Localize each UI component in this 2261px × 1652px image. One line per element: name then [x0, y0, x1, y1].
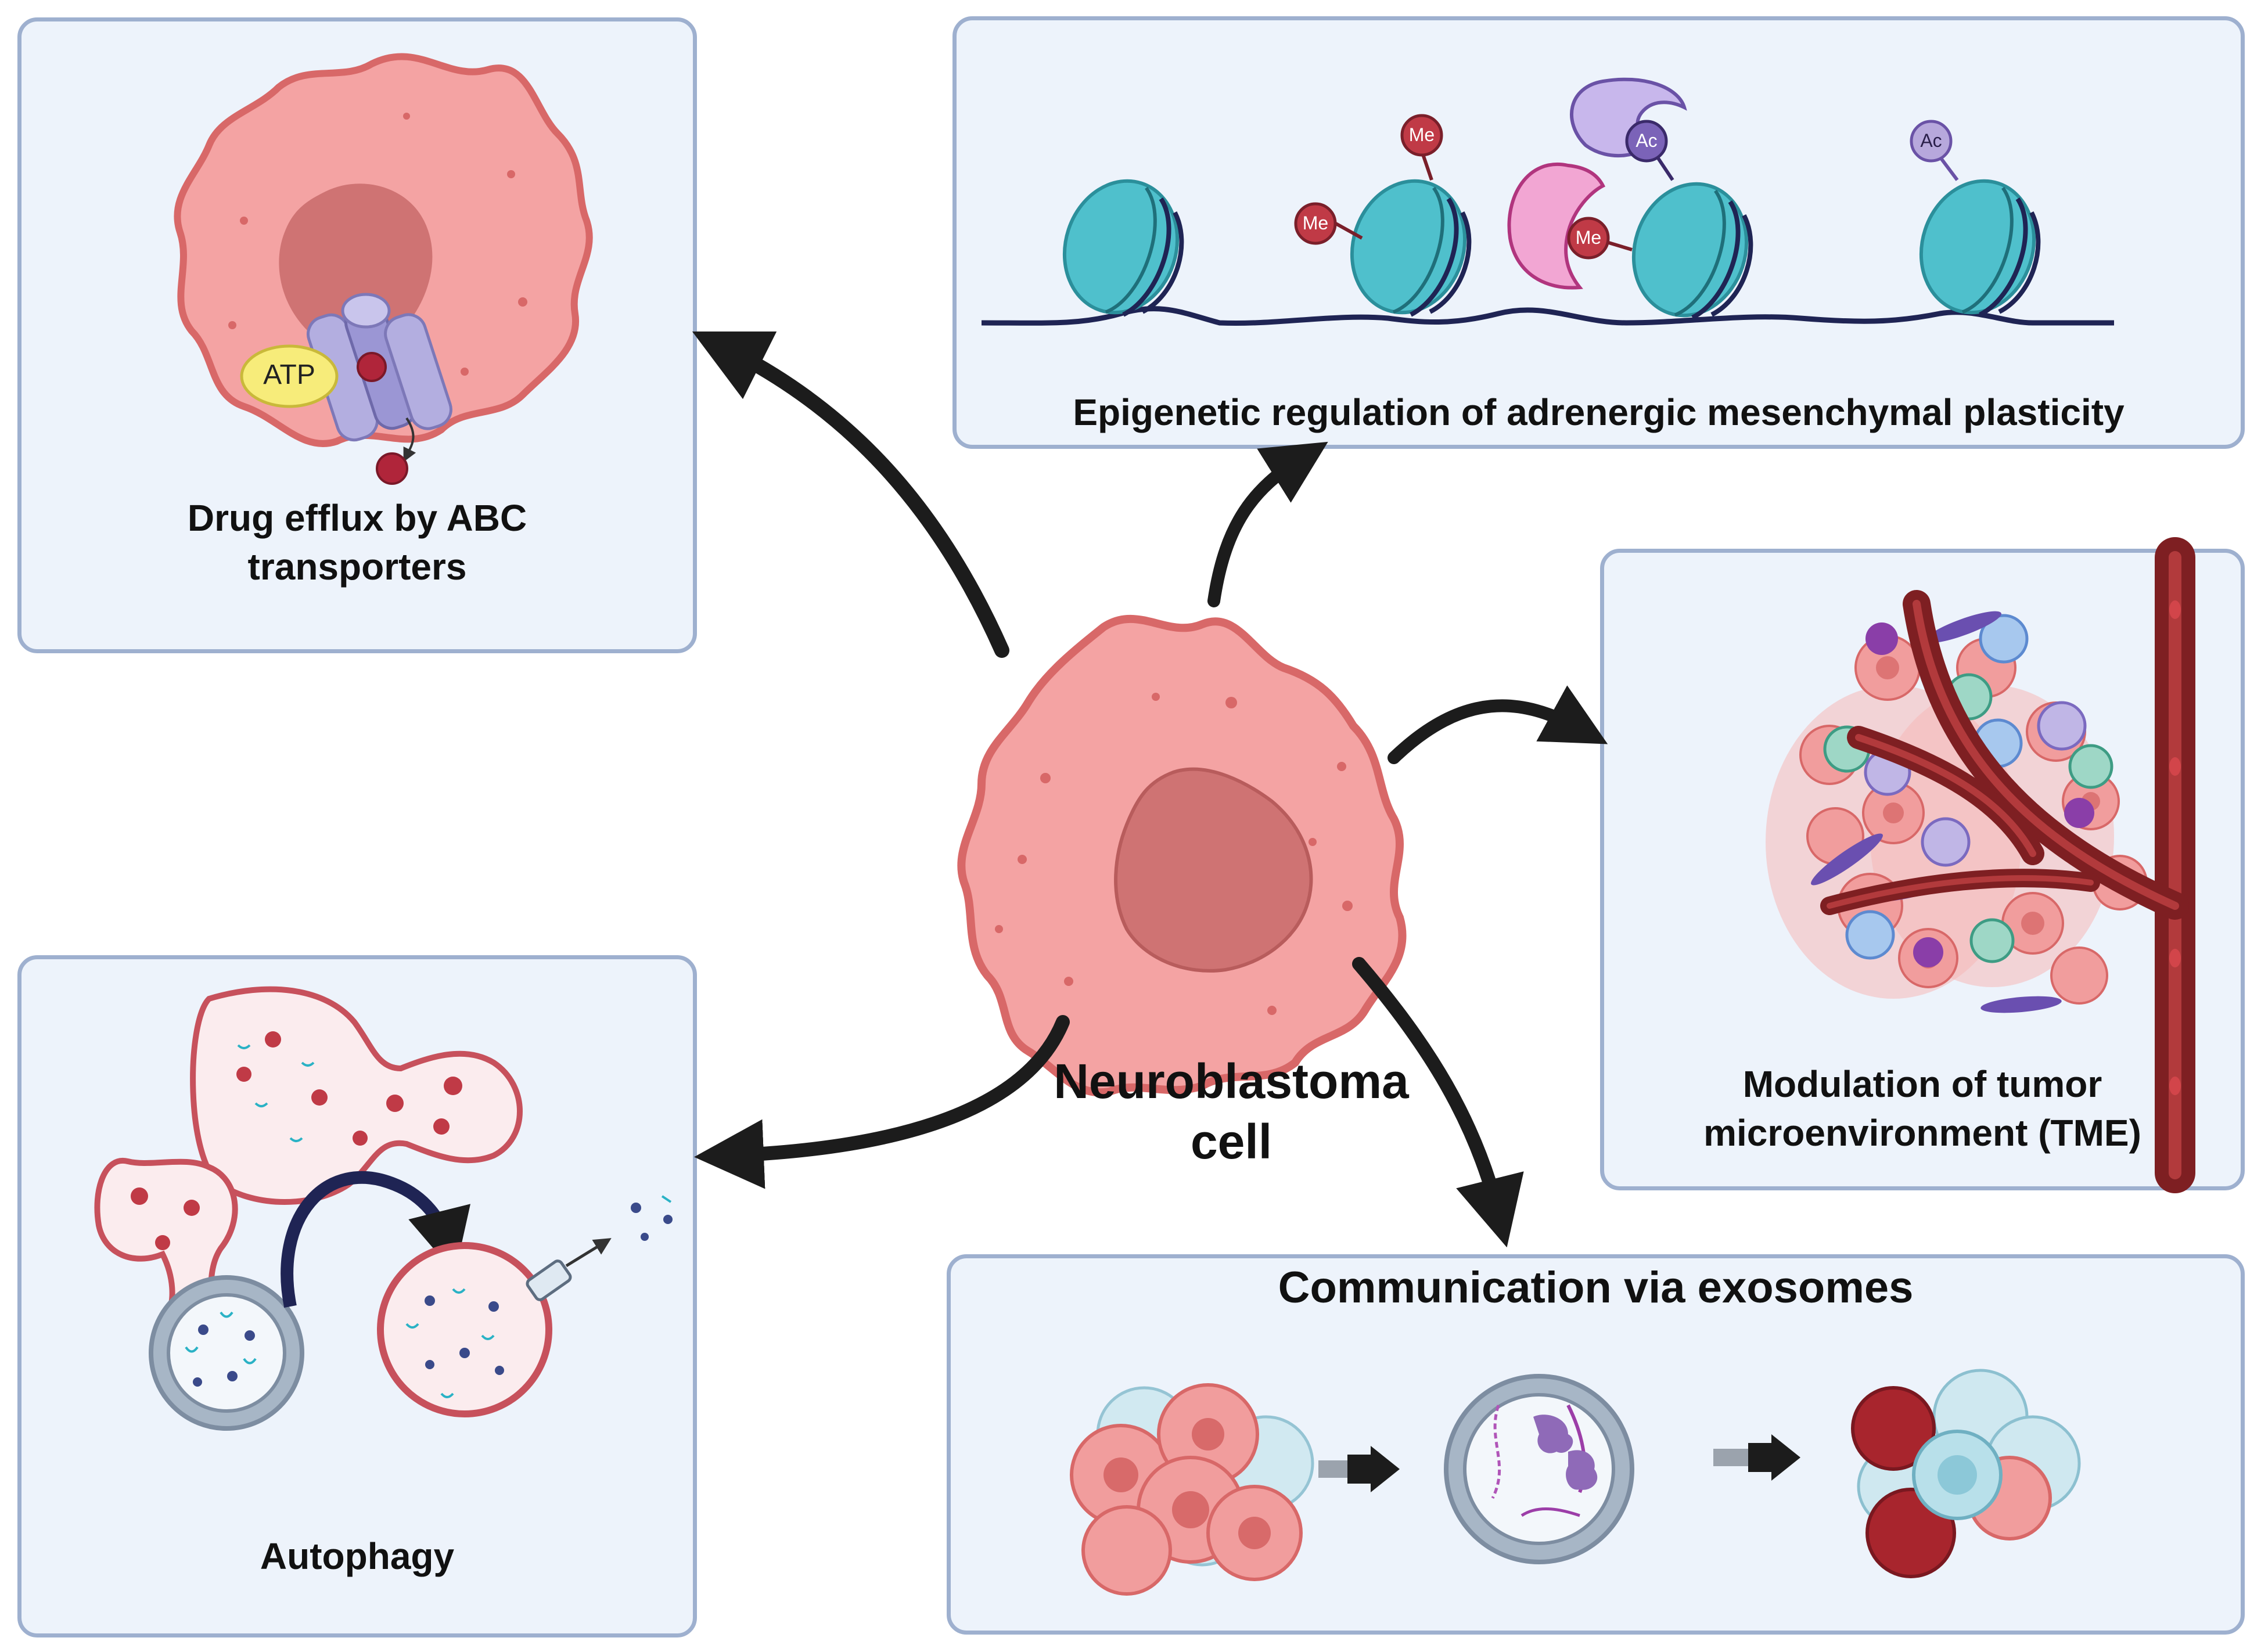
epigenetic-title: Epigenetic regulation of adrenergic mese…	[1073, 391, 2125, 433]
tme-title-line1: Modulation of tumor	[1742, 1063, 2102, 1105]
acetyl-tag-1: Ac	[1635, 130, 1658, 151]
lysosome-degradation-icon	[377, 1195, 673, 1417]
immune-cell-circles	[1823, 614, 2113, 963]
nucleosome-2-icon	[1350, 179, 1472, 317]
arrow-to-exosomes	[1352, 957, 1524, 1248]
arrow-to-epigenetic	[1207, 441, 1328, 607]
drug-efflux-title: Drug efflux by ABC transporters	[35, 494, 680, 591]
dna-strand	[981, 306, 2114, 326]
dendritic-cell-shapes	[1865, 622, 2094, 967]
methyl-tag-1: Me	[1408, 124, 1435, 145]
arrows	[692, 331, 1608, 1248]
methyl-tag-3: Me	[1575, 227, 1602, 248]
drug-efflux-title-line1: Drug efflux by ABC	[187, 497, 527, 539]
center-label-line1: Neuroblastoma	[1054, 1054, 1409, 1108]
blood-vessel-icon	[1820, 537, 2195, 1193]
autophagosome-fusion-icon	[94, 1157, 304, 1431]
arrow-exosome-to-recipient	[1713, 1434, 1800, 1481]
atp-badge	[240, 344, 339, 408]
tme-title-line2: microenvironment (TME)	[1703, 1112, 2141, 1154]
exosome-vesicle-icon	[1444, 1374, 1634, 1564]
exosomes-title: Communication via exosomes	[1278, 1263, 1914, 1312]
enzyme-pink-icon	[1507, 163, 1606, 290]
abc-transporter-icon	[307, 293, 452, 485]
acetyl-mark-circles	[1625, 120, 1953, 163]
autophagy-title: Autophagy	[260, 1535, 455, 1577]
recipient-cell-cluster-icon	[1851, 1369, 2081, 1578]
arrow-to-tme	[1387, 685, 1608, 764]
center-label-line2: cell	[1190, 1114, 1273, 1169]
tme-tumor-mass-icon	[1766, 611, 2148, 1013]
atp-label: ATP	[263, 359, 315, 390]
autolysosome-icon	[190, 986, 523, 1205]
methyl-tag-2: Me	[1302, 213, 1329, 233]
arrow-to-autophagy	[694, 1015, 1070, 1189]
center-label: Neuroblastoma cell	[1040, 1051, 1423, 1172]
nucleosome-4-icon	[1919, 179, 2041, 317]
arrow-to-drug-efflux	[692, 331, 1009, 658]
nucleosome-3-icon	[1631, 182, 1753, 320]
autophagy-curved-arrow	[281, 1171, 470, 1308]
methyl-mark-circles	[1294, 114, 1610, 260]
donor-cell-cluster-icon	[1070, 1383, 1314, 1596]
arrow-donor-to-exosome	[1318, 1446, 1400, 1492]
tme-title: Modulation of tumor microenvironment (TM…	[1684, 1060, 2161, 1157]
acetyl-tag-2: Ac	[1920, 130, 1942, 151]
neuroblastoma-cell-icon	[957, 614, 1407, 1097]
drug-efflux-title-line2: transporters	[247, 546, 467, 588]
nucleosome-1-icon	[1062, 179, 1184, 317]
nucleosome-icons	[1062, 179, 2041, 320]
